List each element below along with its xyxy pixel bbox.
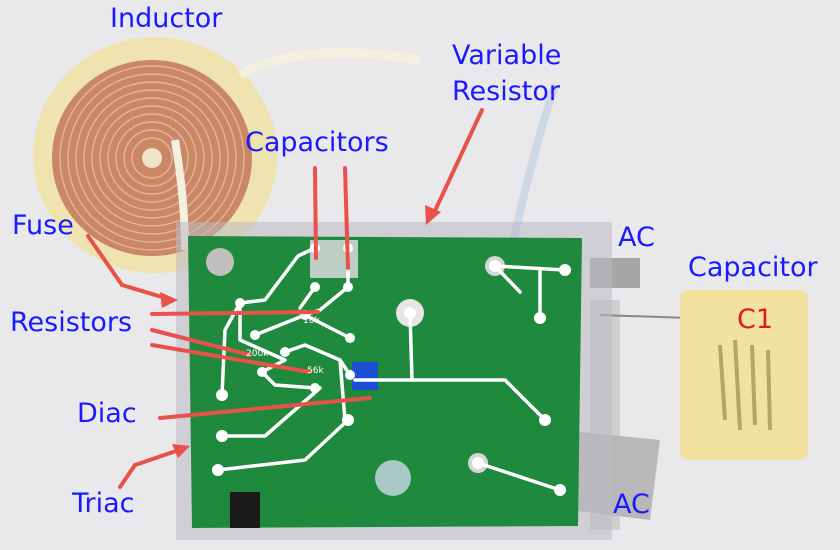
board-marking-56k: 56k xyxy=(307,366,324,376)
annotation-arrows xyxy=(86,108,484,489)
resistors-arrow-1 xyxy=(150,310,320,316)
ac-top-label: AC xyxy=(618,222,655,253)
fuse-arrow-a xyxy=(86,234,124,287)
pcb-board xyxy=(188,236,582,528)
capacitor-label: Capacitor xyxy=(688,252,818,283)
diac-label: Diac xyxy=(77,398,137,429)
variable-resistor-label-line2: Resistor xyxy=(452,76,560,107)
resistors-label: Resistors xyxy=(10,307,133,338)
variable-resistor-arrow xyxy=(431,108,484,217)
diac-arrow xyxy=(158,396,372,420)
capacitor-c1-component xyxy=(599,290,808,460)
board-marking-10k: 10k xyxy=(303,316,320,326)
arrow-heads xyxy=(160,205,441,458)
fuse-label: Fuse xyxy=(12,210,74,241)
diac-component xyxy=(352,362,378,390)
resistors-arrow-2 xyxy=(150,328,252,357)
pcb-traces xyxy=(216,246,567,492)
board-marking-200k: 200k xyxy=(246,349,269,359)
variable-resistor-label-line1: Variable xyxy=(452,40,562,71)
capacitors-label: Capacitors xyxy=(245,127,389,158)
c1-label: C1 xyxy=(737,304,774,335)
resistors-arrow-3 xyxy=(150,343,312,374)
triac-arrow-a xyxy=(118,463,137,489)
inductor-label: Inductor xyxy=(110,3,223,34)
capacitors-arrow-2 xyxy=(343,166,350,270)
capacitors-arrow-1 xyxy=(313,166,318,260)
ac-bottom-label: AC xyxy=(613,489,650,520)
triac-label: Triac xyxy=(72,488,135,519)
inductor-coil xyxy=(33,37,421,273)
